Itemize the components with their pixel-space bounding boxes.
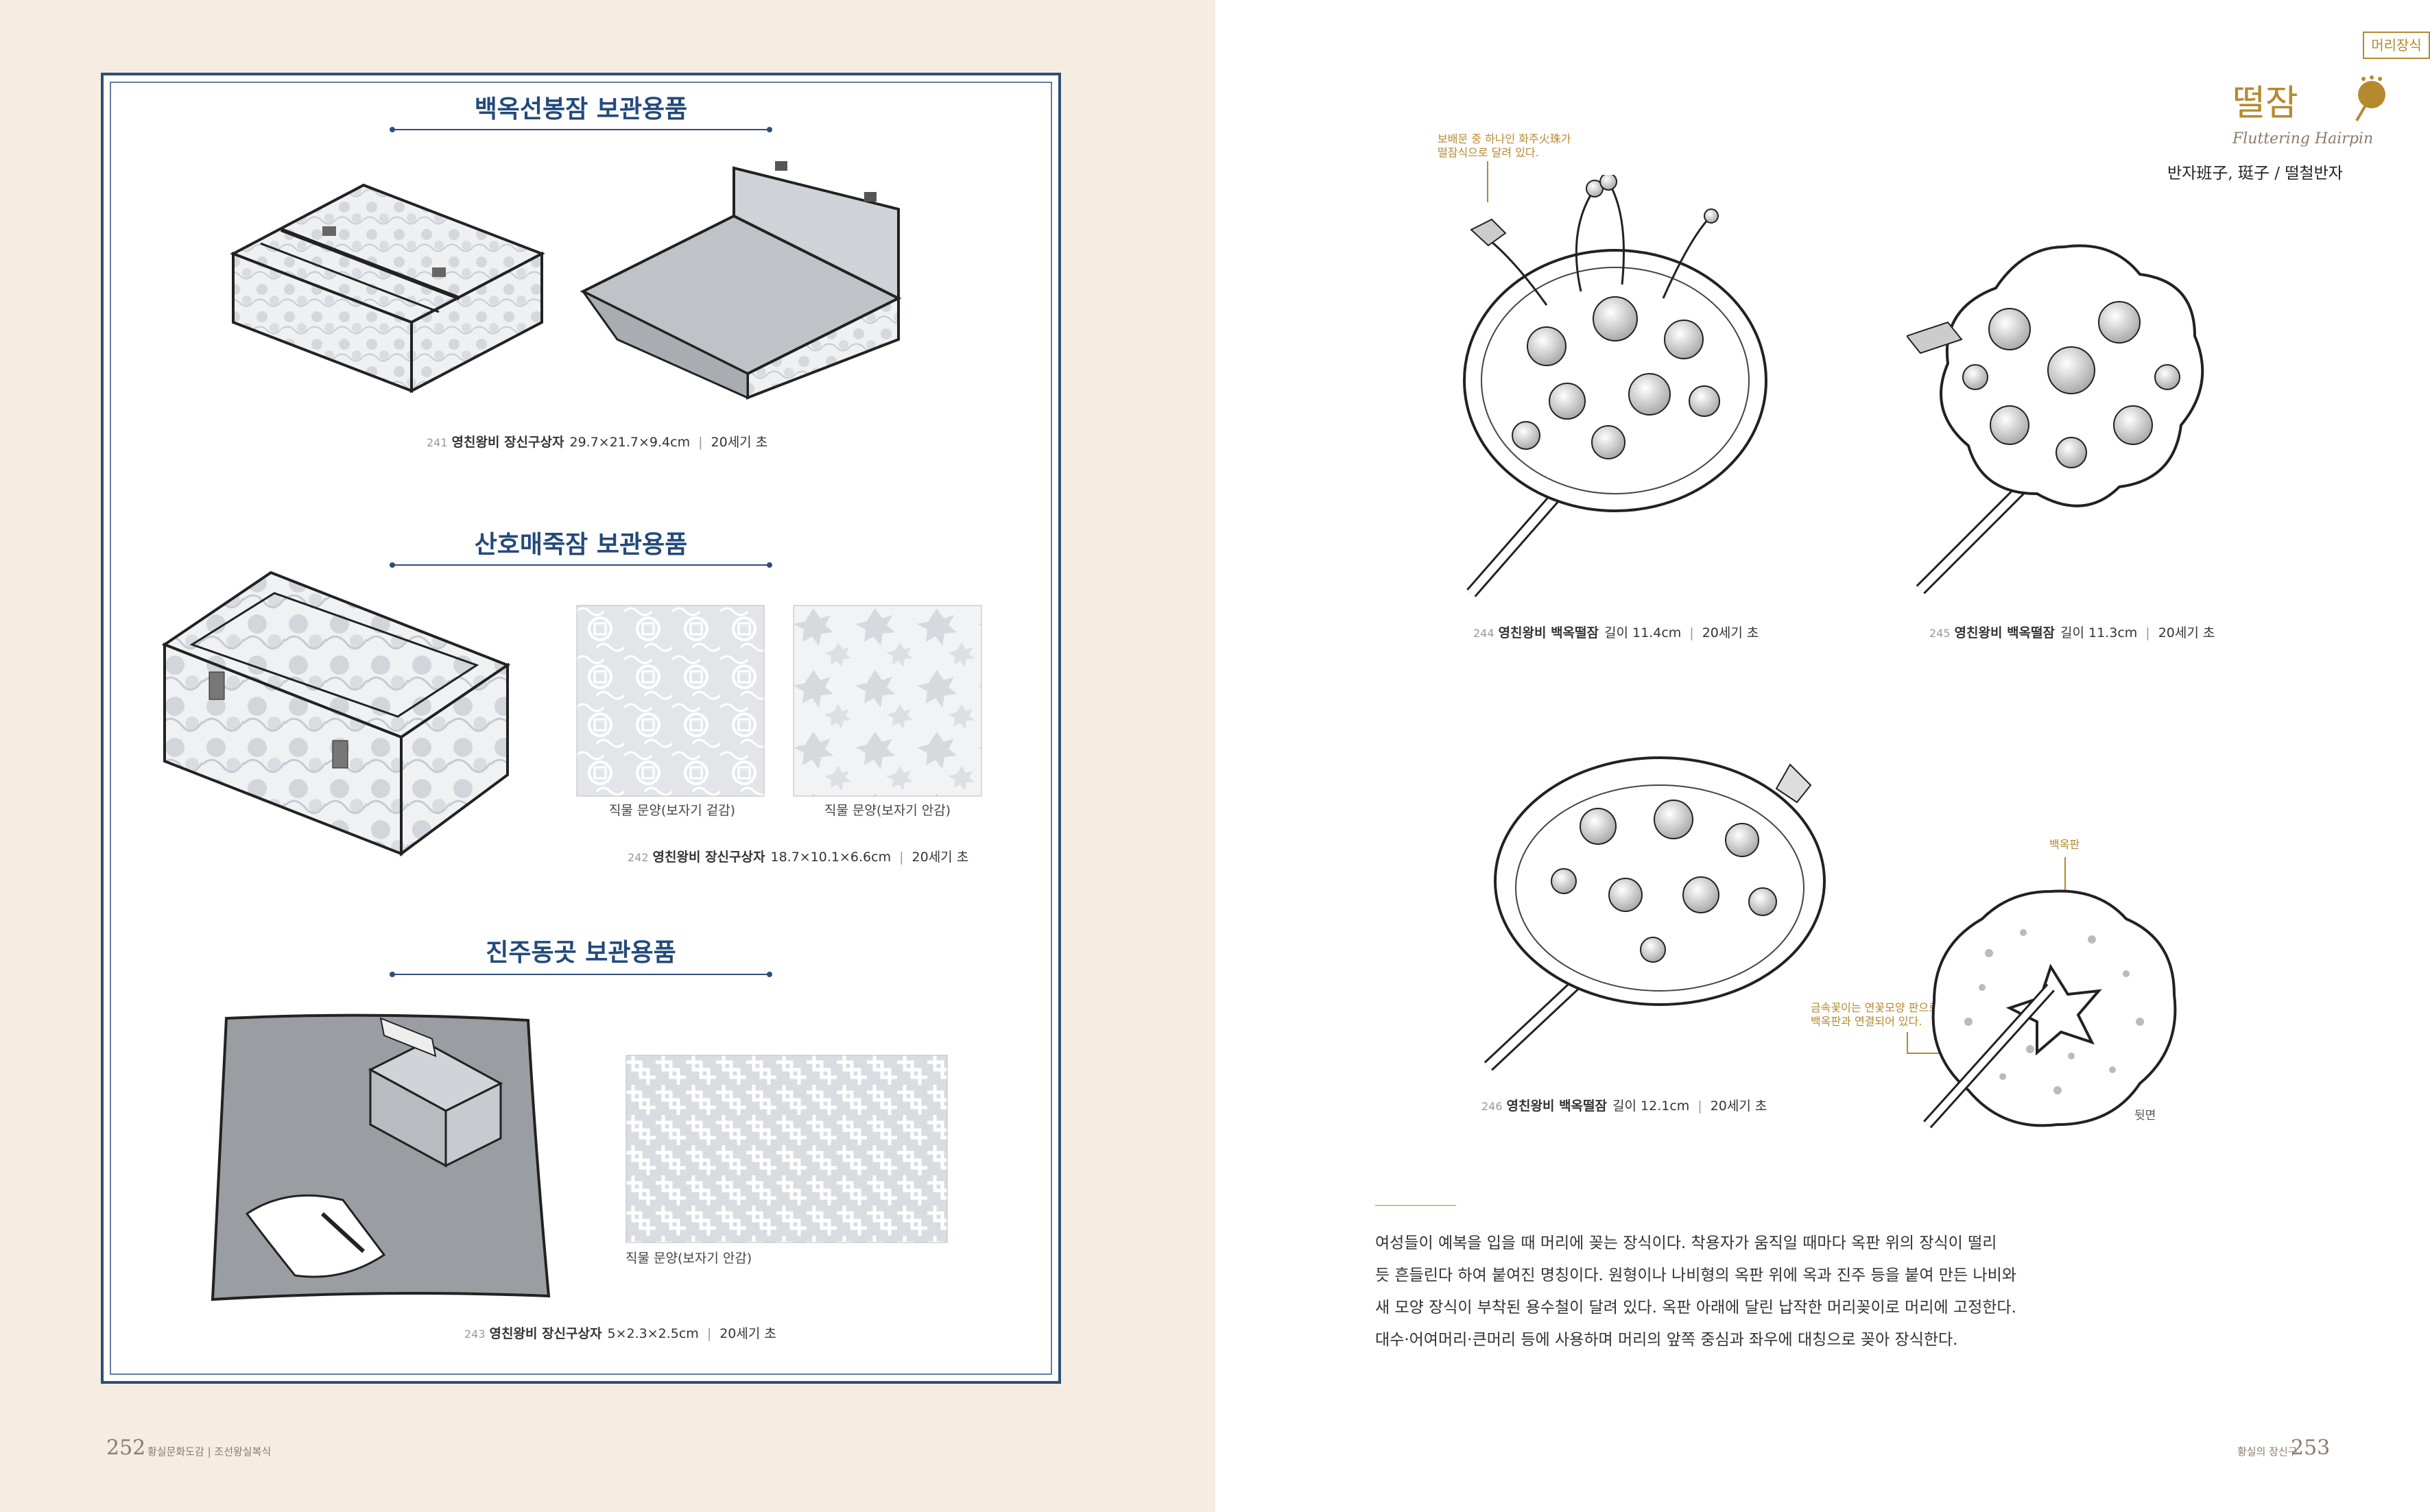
section-title-1: 백옥선봉잠 보관용품	[474, 95, 688, 123]
fabric-swatch-inner	[793, 605, 982, 797]
caption-244: 244 영친왕비 백옥떨잠 길이 11.4cm | 20세기 초	[1473, 623, 1759, 641]
left-page-frame-inner	[110, 82, 1052, 1375]
caption-size: 29.7×21.7×9.4cm	[569, 435, 691, 450]
right-page	[1215, 0, 2430, 1512]
page-title: 떨잠	[2232, 83, 2298, 124]
box-closed-illustration	[230, 183, 545, 394]
folio-number-left: 252	[106, 1436, 146, 1460]
section-tab: 머리장식	[2363, 32, 2430, 59]
hairpin-back-illustration	[1923, 889, 2177, 1129]
body-line: 대수·어여머리·큰머리 등에 사용하며 머리의 앞쪽 중심과 좌우에 대칭으로 …	[1375, 1331, 1958, 1349]
section-rule-1	[390, 127, 772, 132]
section-title-3: 진주동곳 보관용품	[486, 938, 676, 967]
caption-size: 길이 11.4cm	[1604, 625, 1682, 640]
folio-number-right: 253	[2291, 1436, 2331, 1460]
box-rectangular-illustration	[161, 571, 511, 856]
caption-number: 245	[1929, 627, 1951, 640]
box-open-illustration	[580, 161, 902, 400]
caption-name: 영친왕비 백옥떨잠	[1506, 1099, 1608, 1114]
caption-separator: |	[899, 850, 904, 865]
page-title-alternates: 반자班子, 珽子 / 떨철반자	[2167, 165, 2343, 182]
swatch-label-lattice: 직물 문양(보자기 안감)	[626, 1251, 752, 1266]
caption-size: 5×2.3×2.5cm	[607, 1326, 699, 1341]
section-title-2: 산호매죽잠 보관용품	[474, 530, 688, 559]
section-rule-3	[390, 972, 772, 977]
hairpin-244-illustration	[1463, 175, 1767, 597]
note-line: 보배문 중 하나인 화주火珠가	[1438, 132, 1571, 145]
caption-era: 20세기 초	[912, 850, 969, 865]
caption-number: 242	[628, 851, 649, 864]
caption-era: 20세기 초	[2158, 625, 2215, 640]
note-metal-lotus: 금속꽃이는 연꽃모양 판으로 백옥판과 연결되어 있다.	[1811, 1001, 1939, 1029]
caption-name: 영친왕비 백옥떨잠	[1954, 625, 2056, 640]
hairpin-245-illustration	[1907, 244, 2204, 595]
note-line: 금속꽃이는 연꽃모양 판으로	[1811, 1001, 1939, 1014]
description-text: 여성들이 예복을 입을 때 머리에 꽂는 장식이다. 착용자가 움직일 때마다 …	[1375, 1227, 2034, 1356]
note-jade-plate: 백옥판	[2049, 838, 2080, 851]
fabric-swatch-outer	[576, 605, 765, 797]
caption-name: 영친왕비 장신구상자	[451, 435, 564, 450]
caption-size: 길이 11.3cm	[2060, 625, 2138, 640]
folio-text-left: 황실문화도감 | 조선왕실복식	[147, 1445, 272, 1458]
body-line: 새 모양 장식이 부착된 용수철이 달려 있다. 옥판 아래에 달린 납작한 머…	[1375, 1299, 2016, 1317]
fabric-swatch-lattice	[626, 1055, 948, 1243]
section-rule-2	[390, 562, 772, 568]
caption-number: 243	[464, 1328, 486, 1341]
caption-era: 20세기 초	[711, 435, 768, 450]
back-view-label: 뒷면	[2134, 1109, 2156, 1123]
note-fire-jewel: 보배문 중 하나인 화주火珠가 떨잠식으로 달려 있다.	[1438, 132, 1571, 160]
caption-era: 20세기 초	[1710, 1099, 1767, 1114]
note-leader-line	[1487, 161, 1488, 202]
note-leader-line	[1907, 1032, 1908, 1053]
caption-size: 길이 12.1cm	[1612, 1099, 1690, 1114]
note-leader-line	[2064, 857, 2066, 891]
body-line: 듯 흔들린다 하여 붙여진 명칭이다. 원형이나 나비형의 옥판 위에 옥과 진…	[1375, 1267, 2016, 1284]
caption-number: 246	[1481, 1100, 1503, 1113]
hairpin-icon	[2355, 75, 2385, 122]
caption-era: 20세기 초	[719, 1326, 776, 1341]
hairpin-246-illustration	[1484, 756, 1826, 1071]
caption-name: 영친왕비 장신구상자	[652, 850, 765, 865]
wrapping-cloth-illustration	[211, 1013, 551, 1301]
caption-separator: |	[1698, 1099, 1702, 1114]
caption-separator: |	[698, 435, 703, 450]
note-line: 떨잠식으로 달려 있다.	[1438, 146, 1539, 159]
folio-text-right: 황실의 장신구	[2237, 1445, 2298, 1458]
body-rule	[1375, 1205, 1456, 1206]
caption-separator: |	[1689, 625, 1694, 640]
caption-era: 20세기 초	[1702, 625, 1759, 640]
page-title-english: Fluttering Hairpin	[2232, 130, 2374, 147]
note-line: 백옥판과 연결되어 있다.	[1811, 1015, 1922, 1028]
body-line: 여성들이 예복을 입을 때 머리에 꽂는 장식이다. 착용자가 움직일 때마다 …	[1375, 1234, 1997, 1252]
caption-number: 244	[1473, 627, 1494, 640]
swatch-label-inner: 직물 문양(보자기 안감)	[824, 803, 951, 818]
caption-name: 영친왕비 백옥떨잠	[1498, 625, 1599, 640]
caption-separator: |	[2145, 625, 2150, 640]
swatch-label-outer: 직물 문양(보자기 겉감)	[608, 803, 736, 818]
caption-size: 18.7×10.1×6.6cm	[770, 850, 892, 865]
caption-number: 241	[427, 436, 448, 449]
caption-separator: |	[706, 1326, 712, 1341]
caption-name: 영친왕비 장신구상자	[489, 1326, 602, 1341]
